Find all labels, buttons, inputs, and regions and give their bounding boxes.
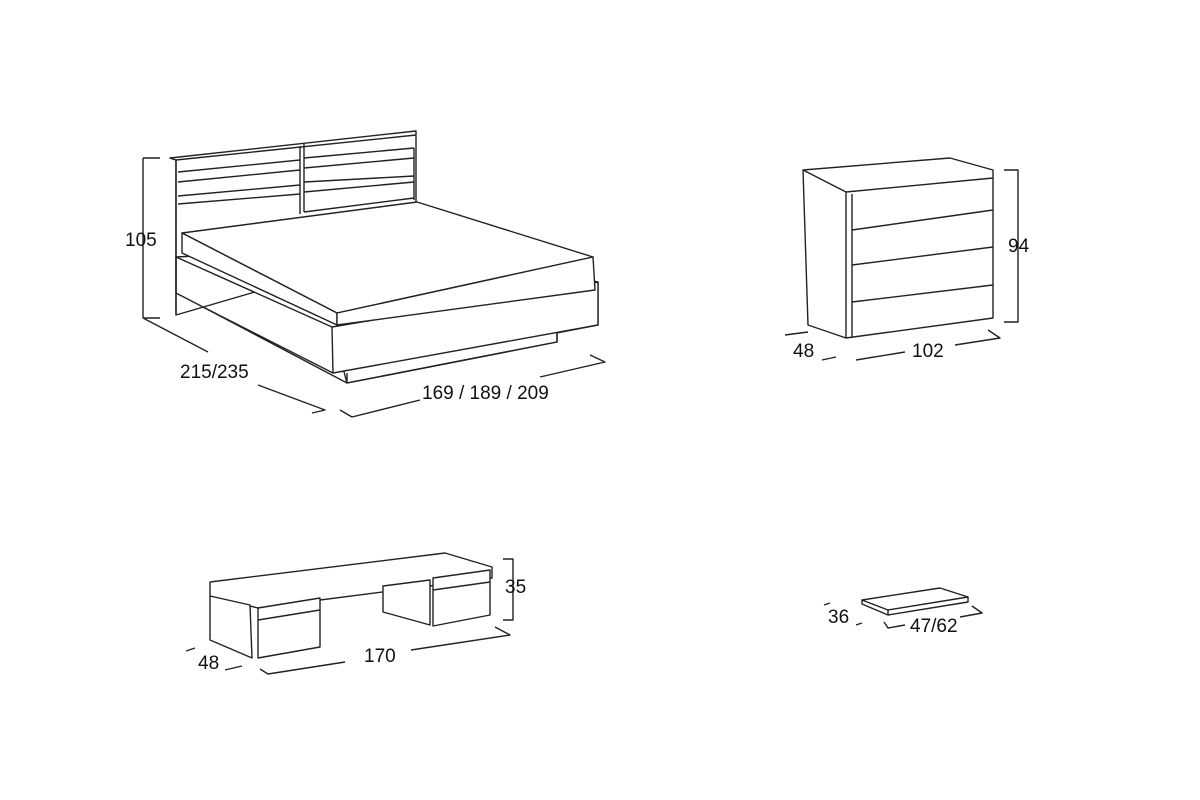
dresser-depth-label: 48 [793,341,814,362]
shelf-drawing: 36 47/62 [823,587,983,637]
bed-drawing: 105 215/235 169 / 189 / 209 [125,130,606,418]
bench-depth-label: 48 [198,653,219,674]
dresser-height-label: 94 [1008,236,1030,257]
bed-height-label: 105 [125,230,157,251]
dresser-drawing: 94 48 102 [784,157,1030,362]
bench-width-label: 170 [364,646,396,667]
bed-length-label: 215/235 [180,362,249,383]
bed-width-label: 169 / 189 / 209 [422,383,549,404]
bench-height-label: 35 [505,577,526,598]
bench-drawing: 35 48 170 [185,552,526,675]
dresser-width-label: 102 [912,341,944,362]
shelf-depth-label: 36 [828,607,849,628]
shelf-width-label: 47/62 [910,616,958,637]
